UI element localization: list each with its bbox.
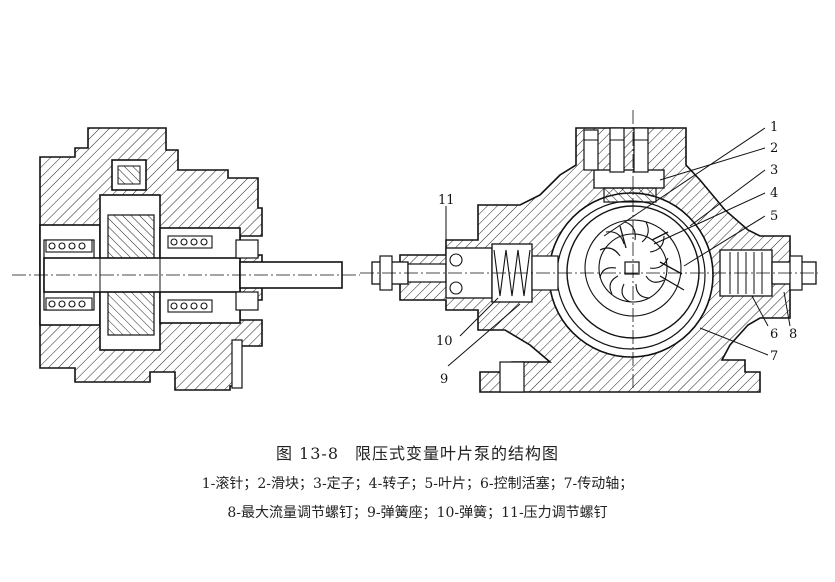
parts-legend-line-1: 1-滚针；2-滑块；3-定子；4-转子；5-叶片；6-控制活塞；7-传动轴； xyxy=(201,476,634,492)
callout-6: 6 xyxy=(770,327,778,342)
slider-and-screws xyxy=(583,127,665,203)
needle-bearing-right xyxy=(167,235,213,313)
callout-8: 8 xyxy=(789,327,797,342)
callout-4: 4 xyxy=(770,186,778,201)
callout-2: 2 xyxy=(770,141,778,156)
callout-leaders xyxy=(445,127,791,367)
callout-9: 9 xyxy=(440,372,448,387)
callout-5: 5 xyxy=(770,209,778,224)
callout-10: 10 xyxy=(436,334,453,349)
longitudinal-section-view xyxy=(12,127,360,391)
callout-7: 7 xyxy=(770,349,778,364)
figure-number: 图 13-8 xyxy=(275,444,340,463)
callout-3: 3 xyxy=(770,163,778,178)
callout-1: 1 xyxy=(770,120,778,135)
callout-labels: 1 2 3 4 5 6 7 8 9 10 11 xyxy=(436,120,797,387)
vanes xyxy=(619,225,685,291)
figure-title: 限压式变量叶片泵的结构图 xyxy=(355,444,560,463)
needle-bearing-left xyxy=(45,239,93,311)
parts-legend-line-2: 8-最大流量调节螺钉；9-弹簧座；10-弹簧；11-压力调节螺钉 xyxy=(227,505,608,521)
callout-11: 11 xyxy=(438,193,455,208)
figure-caption: 图 13-8 限压式变量叶片泵的结构图 xyxy=(0,440,835,464)
